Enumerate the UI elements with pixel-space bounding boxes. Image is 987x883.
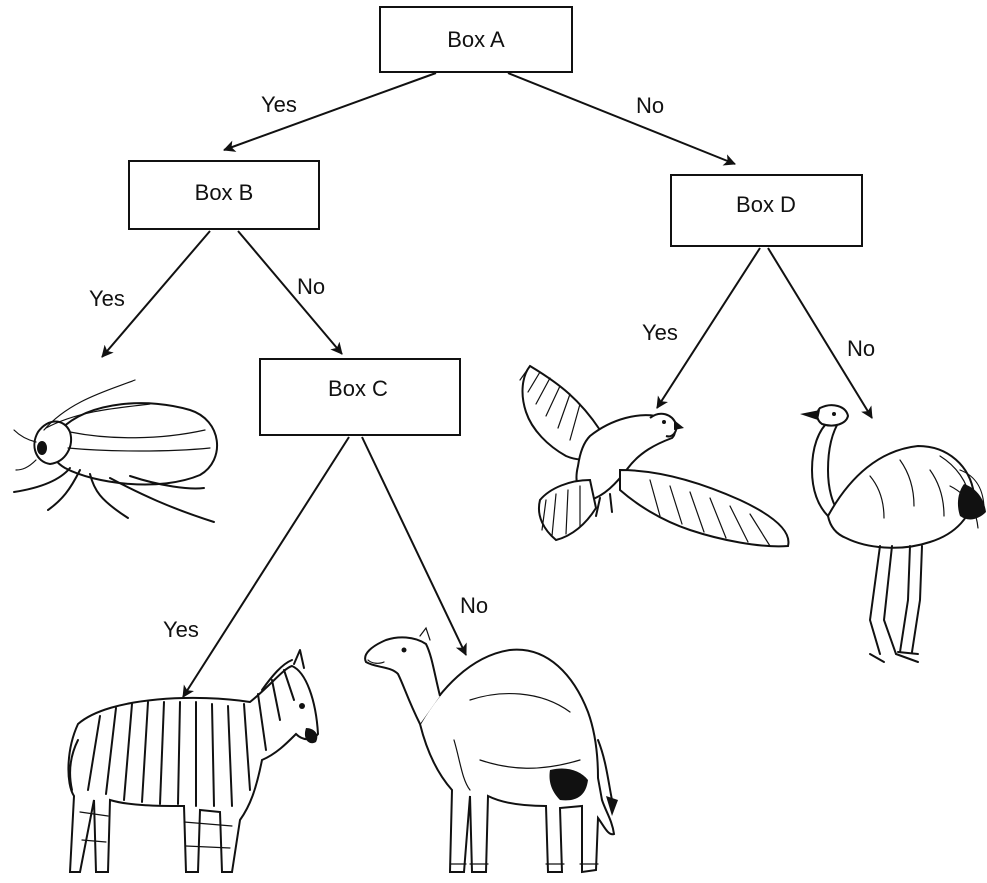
edge-b-yes-label: Yes [89, 286, 125, 311]
edge-d-no-label: No [847, 336, 875, 361]
box-a: Box A [379, 6, 573, 73]
edge-c-no [361, 436, 467, 656]
edge-c-yes [182, 436, 350, 698]
edge-c-yes-label: Yes [163, 617, 199, 642]
edge-a-no-label: No [636, 93, 664, 118]
eagle-illustration [519, 364, 790, 548]
box-d-label: Box D [736, 192, 796, 217]
box-a-label: Box A [447, 27, 505, 52]
box-c-label: Box C [328, 376, 388, 401]
edge-b-no-label: No [297, 274, 325, 299]
ostrich-illustration [800, 404, 986, 663]
box-b-label: Box B [195, 180, 254, 205]
edge-a-yes-label: Yes [261, 92, 297, 117]
edge-d-yes-label: Yes [642, 320, 678, 345]
edge-d-yes [656, 247, 761, 409]
cockroach-illustration [13, 379, 219, 523]
edge-a-no [507, 72, 736, 166]
edge-b-no [237, 230, 343, 355]
box-d: Box D [670, 174, 863, 247]
camel-illustration [364, 626, 618, 874]
edge-d-no [767, 247, 873, 419]
edge-c-no-label: No [460, 593, 488, 618]
box-b: Box B [128, 160, 320, 230]
edge-a-yes [223, 72, 437, 152]
box-c: Box C [259, 358, 461, 436]
edge-b-yes [101, 230, 211, 358]
zebra-illustration [67, 649, 320, 873]
